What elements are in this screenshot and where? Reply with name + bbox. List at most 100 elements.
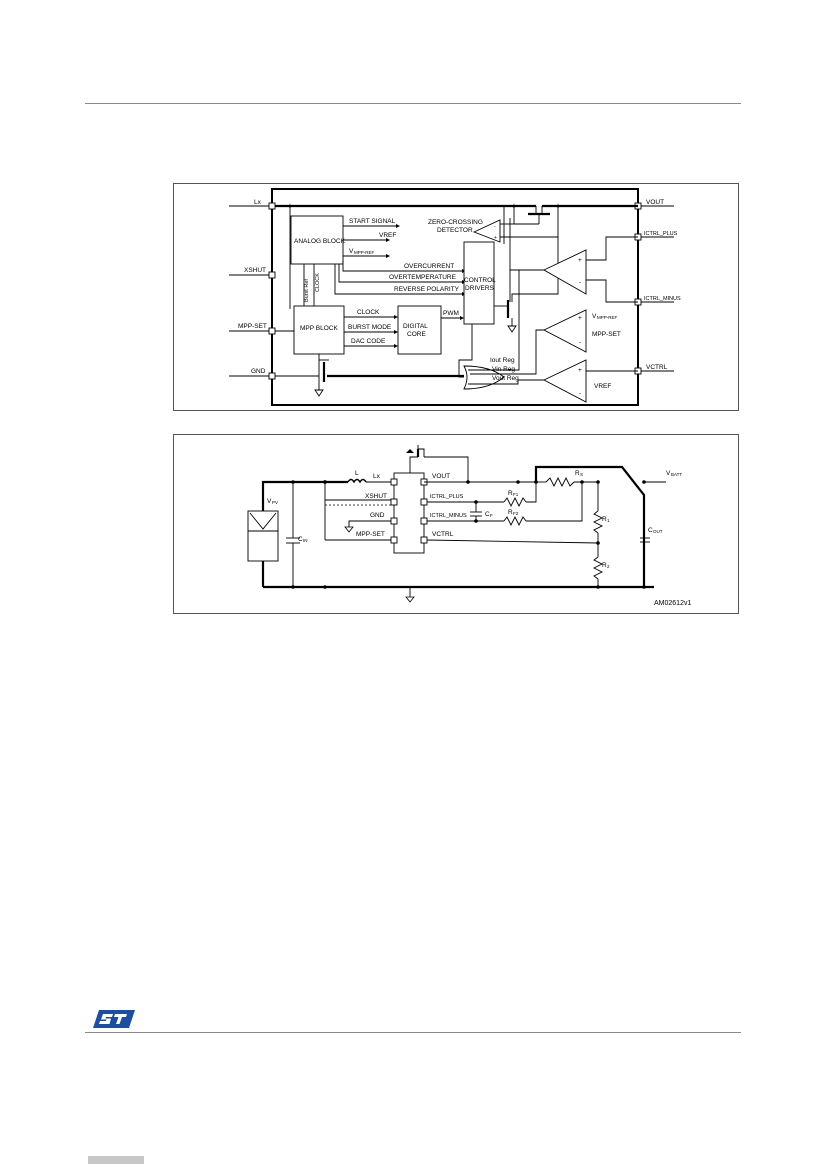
control-drivers-label-1: CONTROL: [464, 277, 496, 284]
mpp-amplifier: [542, 309, 587, 353]
signal-overcurrent: OVERCURRENT: [404, 263, 454, 270]
pin-label-xshut: XSHUT: [244, 267, 266, 274]
vpv-label-sub: PV: [272, 500, 278, 505]
rs-label-sub: S: [580, 472, 583, 477]
signal-clock-vertical: CLOCK: [315, 273, 321, 292]
zcd-label-2: DETECTOR: [437, 227, 473, 234]
r2-label-r: R: [602, 562, 607, 569]
pin-label-vout: VOUT: [646, 199, 664, 206]
signal-clock: CLOCK: [357, 309, 380, 316]
mpp-block-label: MPP BLOCK: [300, 325, 338, 332]
signal-start: START SIGNAL: [349, 218, 396, 225]
cin-label-sub: IN: [303, 538, 308, 543]
amp3-plus: +: [578, 367, 582, 374]
signal-overtemperature: OVERTEMPERATURE: [389, 274, 457, 281]
footer-bar: [88, 1156, 144, 1164]
pin-gnd: [268, 372, 276, 380]
pin-lx: [268, 202, 276, 210]
cout-label-c: C: [648, 527, 653, 534]
chip-outline: [271, 188, 639, 406]
amp3-minus: -: [579, 390, 581, 397]
r1-label-sub: 1: [607, 518, 610, 523]
vpv-label-v: V: [267, 498, 272, 505]
pin-xshut: [268, 271, 276, 279]
control-drivers-label-2: DRIVERS: [465, 285, 495, 292]
cout-label-sub: OUT: [653, 529, 663, 534]
or-gate: [463, 365, 505, 390]
ic-pin-gnd: GND: [370, 512, 385, 519]
zcd-label-1: ZERO-CROSSING: [428, 219, 483, 226]
rf2-label-r: R: [508, 509, 513, 516]
pin-label-vctrl: VCTRL: [646, 364, 668, 371]
application-circuit-figure: V PV C IN L Lx XSHUT GND MPP-SET VOUT IC…: [173, 434, 739, 614]
pin-label-gnd: GND: [251, 368, 266, 375]
svg-text:+: +: [494, 235, 497, 241]
signal-pwm: PWM: [443, 310, 459, 317]
zero-crossing-comparator: [472, 219, 501, 243]
ic-pin-vout: VOUT: [432, 473, 450, 480]
resistor-r2: [592, 556, 604, 580]
digital-core-label-2: CORE: [407, 331, 426, 338]
signal-reverse-polarity: REVERSE POLARITY: [394, 286, 460, 293]
vbatt-label-v: V: [666, 470, 671, 477]
ic-pin-vctrl: VCTRL: [432, 531, 454, 538]
header-rule: [85, 103, 741, 104]
cf-label-sub: F: [490, 513, 493, 518]
signal-vin-reg: Vin Reg: [492, 366, 515, 373]
rf1-label-r: R: [508, 490, 513, 497]
r1-label-r: R: [602, 516, 607, 523]
inductor-label: L: [355, 470, 359, 477]
amp2-minus: -: [579, 339, 581, 346]
signal-burst-mode: BURST MODE: [348, 324, 392, 331]
digital-core-block: [397, 305, 442, 355]
mpp-block: [293, 305, 345, 355]
st-logo: [93, 1010, 135, 1028]
signal-vmpp-v: V: [349, 248, 354, 255]
amp2-vmpp-v: V: [592, 313, 597, 320]
cin-label-c: C: [298, 536, 303, 543]
resistor-rf1: [503, 496, 527, 508]
signal-vmpp-sub: MPP-REF: [354, 250, 375, 255]
ic-pin-xshut: XSHUT: [365, 493, 387, 500]
footer-rule: [85, 1032, 741, 1033]
pin-mpp-set: [268, 327, 276, 335]
resistor-rf2: [503, 515, 527, 527]
r2-label-sub: 2: [607, 564, 610, 569]
ic-pin-mpp-set: MPP-SET: [356, 531, 385, 538]
vout-amplifier: [542, 359, 587, 403]
amp1-plus: +: [578, 257, 582, 264]
application-circuit-svg: V PV C IN L Lx XSHUT GND MPP-SET VOUT IC…: [247, 445, 691, 607]
ic-pin-ictrl-minus: ICTRL_MINUS: [430, 513, 467, 519]
digital-core-label-1: DIGITAL: [403, 323, 428, 330]
amp2-mpp-set: MPP-SET: [592, 331, 621, 338]
signal-vref: VREF: [379, 232, 396, 239]
amp1-minus: -: [579, 279, 581, 286]
rf1-label-sub: F1: [513, 492, 519, 497]
pin-label-mpp-set: MPP-SET: [238, 323, 267, 330]
signal-vout-reg: Vout Reg: [492, 375, 519, 382]
resistor-rs: [545, 476, 575, 488]
rf2-label-sub: F2: [513, 511, 519, 516]
pin-label-ictrl-plus: ICTRL_PLUS: [644, 231, 678, 237]
block-diagram-svg: Lx XSHUT MPP-SET GND VOUT ICTRL_PLUS ICT…: [229, 188, 681, 406]
analog-block-label: ANALOG BLOCK: [294, 238, 346, 245]
amp3-vref: VREF: [594, 383, 611, 390]
ic-pin-lx: Lx: [373, 473, 381, 480]
control-drivers-block: [463, 241, 495, 325]
signal-iout-reg: Iout Reg: [490, 357, 515, 364]
amp2-plus: +: [578, 315, 582, 322]
ic-pin-ictrl-plus: ICTRL_PLUS: [430, 494, 464, 500]
amp2-vmpp-sub: MPP-REF: [597, 315, 618, 320]
rs-label-r: R: [575, 470, 580, 477]
current-amplifier: [543, 249, 587, 295]
svg-text:-: -: [494, 224, 496, 230]
resistor-r1: [592, 510, 604, 534]
pv-panel: [247, 510, 279, 562]
signal-burst-ref: Burst Ref: [304, 279, 310, 302]
cf-label-c: C: [485, 511, 490, 518]
pin-label-lx: Lx: [254, 199, 262, 206]
figure-id: AM02612v1: [654, 600, 691, 607]
signal-dac-code: DAC CODE: [351, 338, 386, 345]
ic-body: [393, 472, 425, 554]
inductor: [347, 478, 367, 484]
